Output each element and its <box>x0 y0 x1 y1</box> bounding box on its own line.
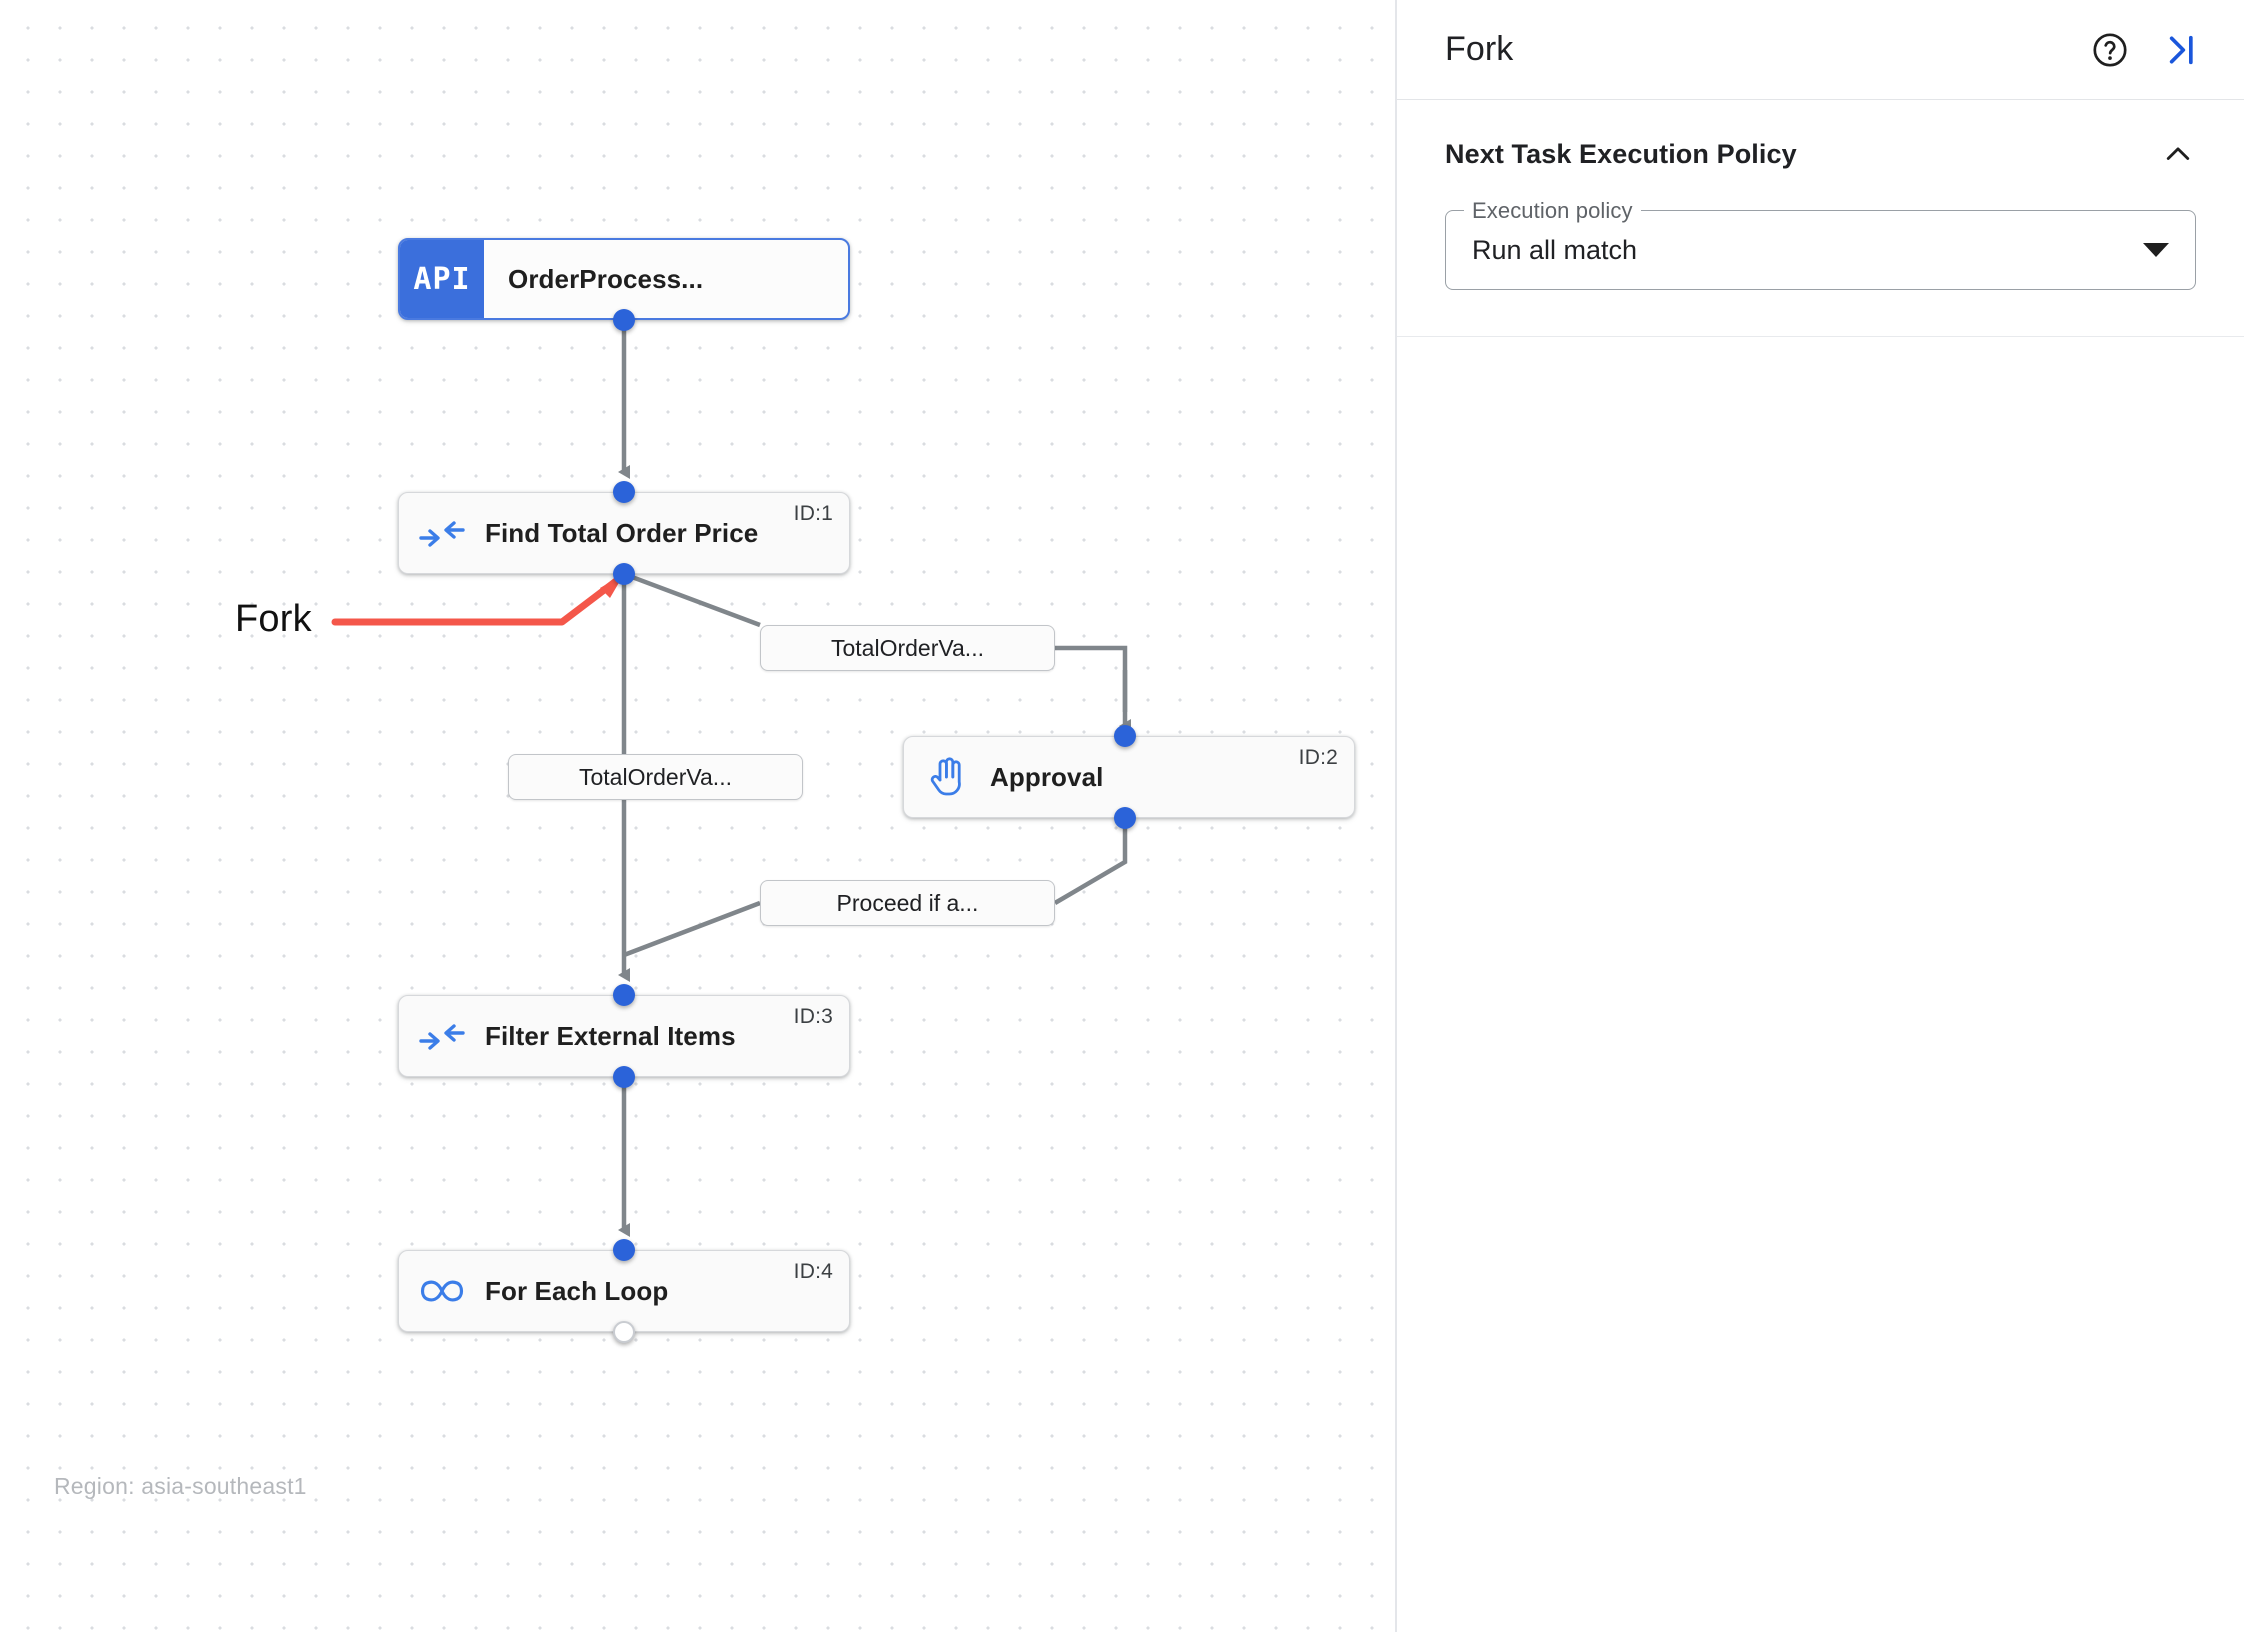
annotation-arrow <box>331 574 624 626</box>
section-header[interactable]: Next Task Execution Policy <box>1445 136 2196 172</box>
edge-approval-to-task3 <box>623 818 1128 958</box>
node-handle-output-for-each-loop[interactable] <box>613 1321 635 1343</box>
edge-label-total-order-value-right[interactable]: TotalOrderVa... <box>760 625 1055 671</box>
merge-arrows-icon <box>399 518 485 548</box>
node-label: For Each Loop <box>485 1275 669 1306</box>
edge-label-text: Proceed if a... <box>836 889 979 916</box>
region-label: Region: asia-southeast1 <box>54 1473 307 1499</box>
node-handle-input-find-total-order-price[interactable] <box>613 481 635 503</box>
execution-policy-label: Execution policy <box>1464 198 1641 224</box>
node-handle-output-fork-point[interactable] <box>613 563 635 585</box>
node-filter-external-items[interactable]: Filter External Items ID:3 <box>398 995 850 1077</box>
properties-panel: Fork Next Task Execution Policy <box>1397 0 2244 1632</box>
edge-label-text: TotalOrderVa... <box>831 634 984 661</box>
node-id-badge: ID:1 <box>793 502 833 525</box>
api-badge-icon: API <box>400 240 484 318</box>
section-next-task-execution-policy: Next Task Execution Policy Execution pol… <box>1397 100 2244 337</box>
node-handle-output-filter-external-items[interactable] <box>613 1066 635 1088</box>
node-id-badge: ID:3 <box>793 1005 833 1028</box>
execution-policy-select[interactable]: Execution policy Run all match <box>1445 198 2196 290</box>
node-id-badge: ID:2 <box>1298 746 1338 769</box>
panel-header: Fork <box>1397 0 2244 100</box>
node-handle-output-order-process[interactable] <box>613 309 635 331</box>
edge-label-proceed-if-approved[interactable]: Proceed if a... <box>760 880 1055 926</box>
node-approval[interactable]: Approval ID:2 <box>903 736 1355 818</box>
merge-arrows-icon <box>399 1021 485 1051</box>
node-label: Filter External Items <box>485 1020 736 1051</box>
page-title: Fork <box>1445 30 1514 68</box>
node-label: Find Total Order Price <box>485 517 759 548</box>
caret-down-icon[interactable] <box>2143 243 2169 257</box>
edge-label-text: TotalOrderVa... <box>579 763 732 790</box>
node-find-total-order-price[interactable]: Find Total Order Price ID:1 <box>398 492 850 574</box>
workflow-canvas[interactable]: API OrderProcess... Find Total Order Pri… <box>0 0 1397 1632</box>
chevron-up-icon[interactable] <box>2160 136 2196 172</box>
node-handle-output-approval[interactable] <box>1114 807 1136 829</box>
edge-label-total-order-value-left[interactable]: TotalOrderVa... <box>508 754 803 800</box>
node-for-each-loop[interactable]: For Each Loop ID:4 <box>398 1250 850 1332</box>
node-handle-input-approval[interactable] <box>1114 725 1136 747</box>
node-handle-input-for-each-loop[interactable] <box>613 1239 635 1261</box>
collapse-panel-right-icon[interactable] <box>2152 22 2208 78</box>
execution-policy-value: Run all match <box>1472 234 1638 265</box>
section-title: Next Task Execution Policy <box>1445 138 1797 169</box>
panel-body: Next Task Execution Policy Execution pol… <box>1397 100 2244 1632</box>
annotation-label-fork: Fork <box>235 598 312 640</box>
hand-raised-icon <box>904 756 990 798</box>
infinity-loop-icon <box>399 1278 485 1304</box>
node-order-process[interactable]: API OrderProcess... <box>398 238 850 320</box>
node-handle-input-filter-external-items[interactable] <box>613 984 635 1006</box>
node-label: Approval <box>990 761 1104 792</box>
help-circle-icon[interactable] <box>2082 22 2138 78</box>
node-label: OrderProcess... <box>508 263 704 294</box>
node-id-badge: ID:4 <box>793 1260 833 1283</box>
